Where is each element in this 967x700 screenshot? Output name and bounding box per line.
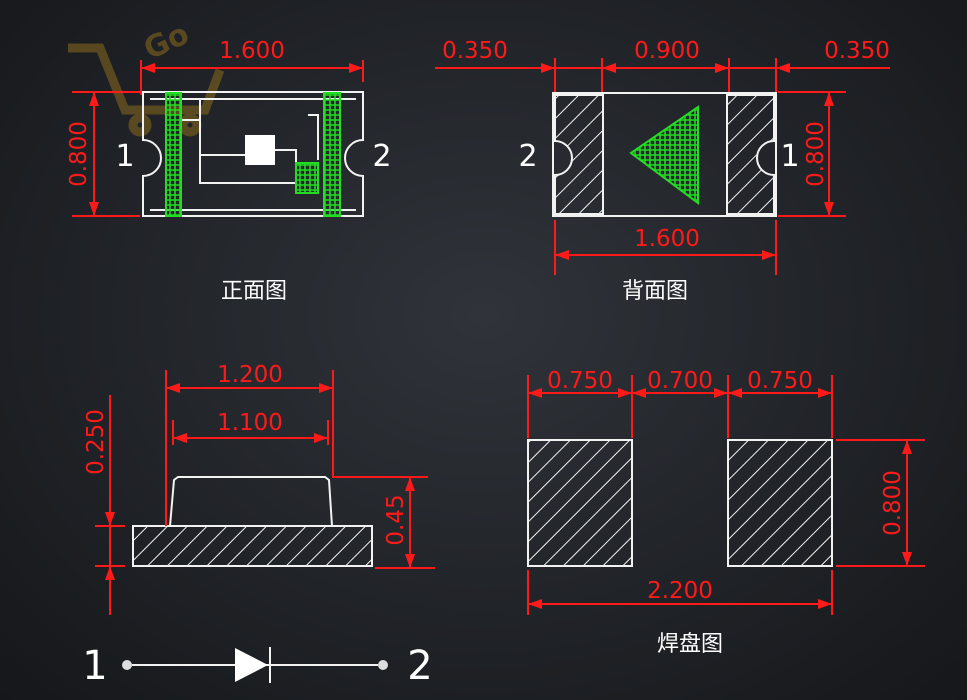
front-view-title: 正面图: [221, 279, 287, 304]
front-pin-1-label: 1: [115, 139, 134, 174]
pad-height-dim: 0.800: [880, 470, 906, 536]
polarity-mark: [295, 162, 319, 194]
solder-pad-left: [527, 439, 633, 567]
green-marking-right: [323, 92, 341, 217]
terminal-dot-2: [378, 660, 388, 670]
back-height-dim: 0.800: [803, 121, 829, 187]
back-pad-right: [726, 94, 775, 215]
terminal-dot-1: [122, 660, 132, 670]
pad-total-width-dim: 2.200: [647, 578, 713, 604]
symbol-pin-2-label: 2: [407, 643, 432, 689]
total-height-dim: 0.45: [383, 494, 409, 545]
side-view: 1.200 1.100 0.250 0.45: [83, 362, 435, 615]
back-width-dim: 1.600: [634, 226, 700, 252]
back-center-dim: 0.900: [634, 38, 700, 64]
back-view: 0.350 0.900 0.350 0.800 1.600 2 1 背面图: [435, 38, 890, 304]
pad-left-dim: 0.750: [547, 368, 613, 394]
front-height-dim: 0.800: [66, 121, 92, 187]
pad-right-dim: 0.750: [747, 368, 813, 394]
lens: [169, 476, 333, 527]
substrate: [132, 525, 373, 567]
back-pin-2-label: 2: [518, 139, 537, 174]
pad-gap-dim: 0.700: [647, 368, 713, 394]
pad-layout: 0.750 0.700 0.750 0.800 2.200 焊盘图: [527, 368, 925, 657]
polarity-triangle: [629, 105, 699, 205]
svg-text:Go: Go: [139, 16, 195, 67]
base-height-dim: 0.250: [83, 409, 109, 475]
lens-outer-dim: 1.200: [217, 362, 283, 388]
pad-layout-title: 焊盘图: [657, 632, 723, 657]
back-right-pad-dim: 0.350: [824, 38, 890, 64]
front-pin-2-label: 2: [372, 139, 391, 174]
front-width-dim: 1.600: [219, 38, 285, 64]
symbol-pin-1-label: 1: [82, 643, 107, 689]
back-pin-1-label: 1: [780, 139, 799, 174]
solder-pad-right: [727, 439, 833, 567]
diode-symbol: 1 2: [82, 643, 432, 689]
front-view: 1.600 0.800 1 2 正面图: [66, 38, 392, 304]
back-view-title: 背面图: [622, 279, 688, 304]
green-marking-left: [165, 92, 182, 217]
diode-triangle: [235, 648, 268, 682]
back-pad-left: [554, 94, 604, 215]
lens-inner-dim: 1.100: [217, 410, 283, 436]
back-left-pad-dim: 0.350: [442, 38, 508, 64]
chip-die: [245, 135, 275, 165]
